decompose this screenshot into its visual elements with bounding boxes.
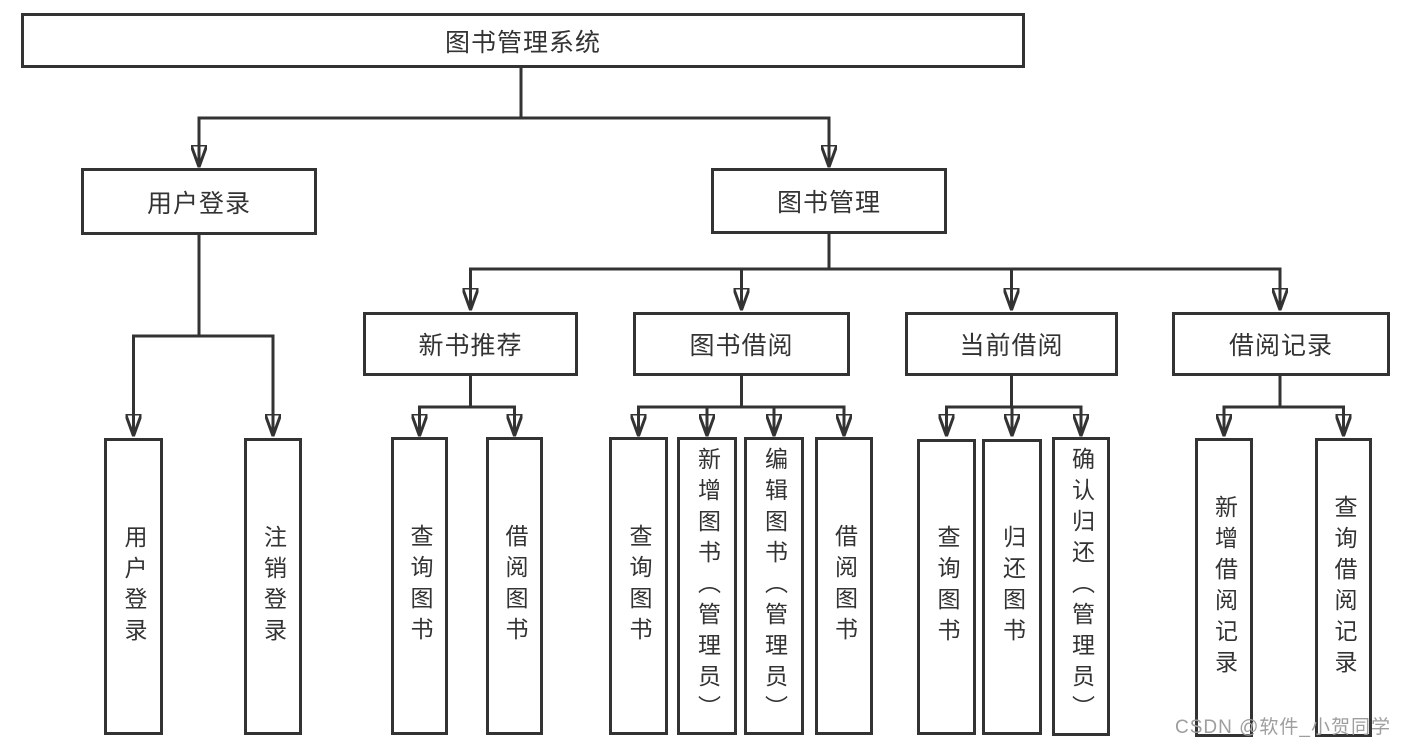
node-leaf-add-book-admin-label: 新增图书（管理员） [694, 446, 721, 726]
node-user-login-label: 用户登录 [146, 189, 251, 218]
node-current-borrow-label: 当前借阅 [959, 332, 1064, 360]
node-new-book-recommend-label: 新书推荐 [418, 332, 523, 360]
node-leaf-user-login-label: 用户登录 [121, 524, 147, 649]
node-root: 图书管理系统 [21, 13, 1025, 68]
node-book-borrow-label: 图书借阅 [689, 332, 794, 360]
node-root-label: 图书管理系统 [444, 28, 601, 57]
node-leaf-query-books-3-label: 查询图书 [934, 525, 960, 649]
node-leaf-query-books-3: 查询图书 [917, 439, 976, 735]
node-new-book-recommend: 新书推荐 [363, 312, 578, 376]
node-leaf-add-book-admin: 新增图书（管理员） [677, 437, 737, 735]
node-leaf-user-login: 用户登录 [104, 438, 163, 735]
node-leaf-query-books-1-label: 查询图书 [407, 524, 433, 648]
node-leaf-query-borrow-record: 查询借阅记录 [1315, 438, 1372, 737]
node-leaf-query-books-1: 查询图书 [391, 437, 448, 735]
node-book-management: 图书管理 [711, 168, 947, 234]
node-leaf-return-book: 归还图书 [982, 439, 1042, 735]
node-book-management-label: 图书管理 [776, 189, 881, 217]
node-leaf-query-books-2: 查询图书 [609, 437, 668, 735]
node-leaf-add-borrow-record-label: 新增借阅记录 [1211, 494, 1238, 681]
node-leaf-edit-book-admin-label: 编辑图书（管理员） [761, 446, 788, 726]
node-leaf-logout: 注销登录 [244, 438, 302, 735]
node-leaf-query-borrow-record-label: 查询借阅记录 [1331, 494, 1357, 681]
node-leaf-query-books-2-label: 查询图书 [626, 524, 652, 648]
node-user-login: 用户登录 [81, 168, 317, 235]
node-borrow-records-label: 借阅记录 [1228, 332, 1333, 360]
node-leaf-borrow-books-1: 借阅图书 [486, 437, 543, 735]
node-book-borrow: 图书借阅 [633, 312, 850, 376]
node-leaf-borrow-books-2-label: 借阅图书 [831, 524, 858, 648]
node-leaf-return-book-label: 归还图书 [999, 525, 1026, 649]
node-leaf-borrow-books-2: 借阅图书 [815, 437, 873, 735]
node-leaf-add-borrow-record: 新增借阅记录 [1195, 438, 1253, 737]
watermark: CSDN @软件_小贺同学 [1175, 717, 1391, 738]
node-borrow-records: 借阅记录 [1172, 312, 1390, 376]
node-leaf-confirm-return-admin-label: 确认归还（管理员） [1068, 447, 1095, 726]
node-leaf-borrow-books-1-label: 借阅图书 [502, 524, 528, 648]
node-current-borrow: 当前借阅 [905, 312, 1118, 376]
node-leaf-confirm-return-admin: 确认归还（管理员） [1052, 437, 1110, 736]
node-leaf-logout-label: 注销登录 [260, 524, 287, 649]
node-leaf-edit-book-admin: 编辑图书（管理员） [744, 437, 804, 735]
